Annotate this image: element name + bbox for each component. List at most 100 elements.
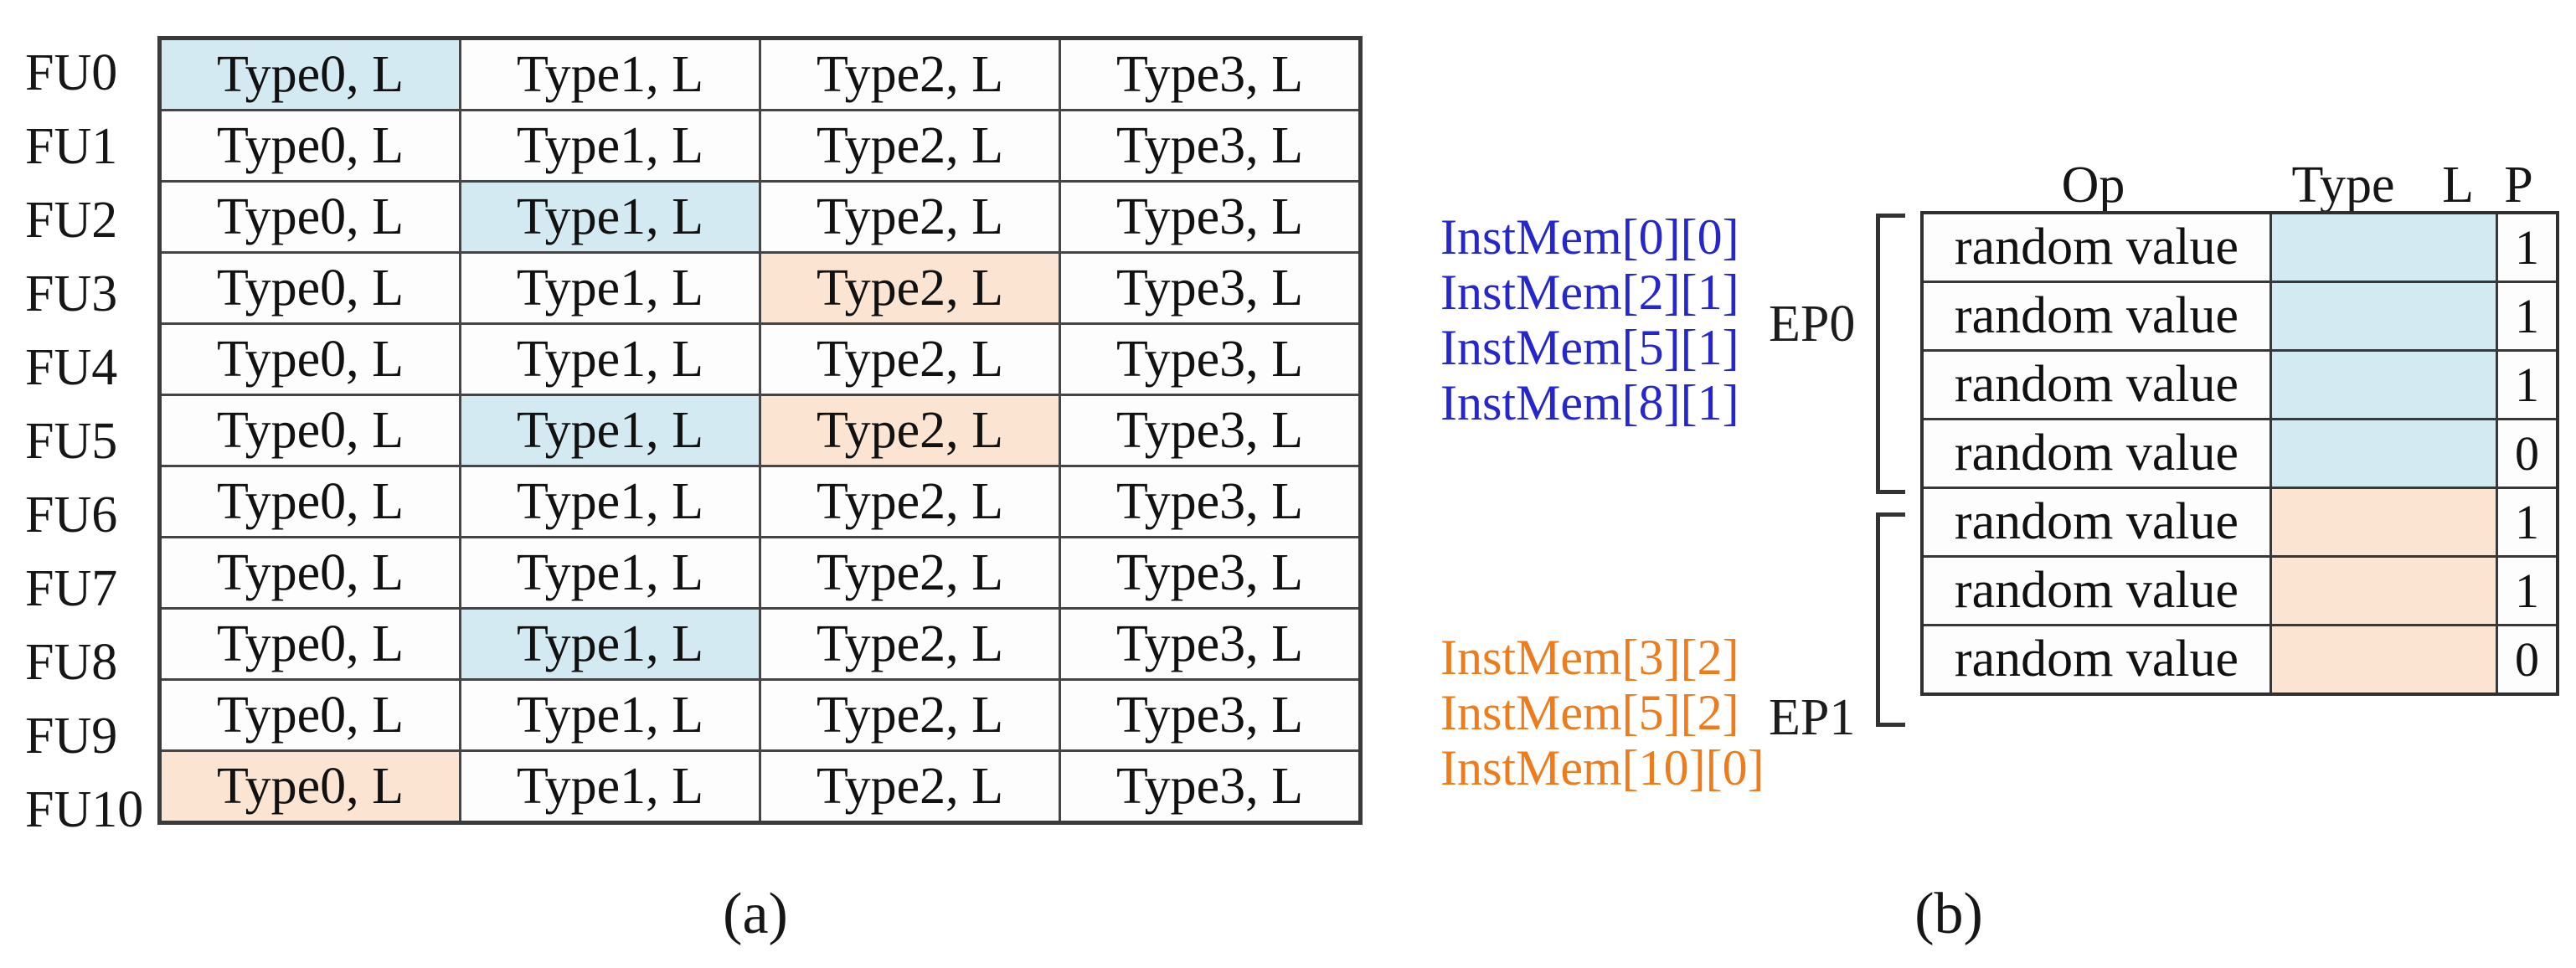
type-l-cell (2269, 281, 2498, 352)
instmem-label: InstMem[5][1] (1440, 320, 1739, 375)
table-row: Type0, L Type1, L Type2, L Type3, L (158, 678, 1362, 752)
instmem-label: InstMem[3][2] (1440, 630, 1739, 685)
table-a-cell: Type3, L (1059, 465, 1362, 538)
table-row: random value 0 (1920, 418, 2559, 489)
fu-label: FU3 (25, 265, 118, 322)
type-l-cell (2269, 555, 2498, 626)
fu-label: FU0 (25, 44, 118, 101)
table-row: random value 0 (1920, 624, 2559, 696)
table-row: random value 1 (1920, 281, 2559, 352)
table-a-cell: Type1, L (459, 749, 761, 824)
fu-label: FU5 (25, 412, 118, 470)
table-a-cell: Type3, L (1059, 180, 1362, 254)
fu-label: FU4 (25, 338, 118, 396)
p-cell: 1 (2496, 555, 2559, 626)
op-cell: random value (1920, 211, 2272, 283)
table-a-cell: Type1, L (459, 607, 761, 681)
type-l-cell (2269, 487, 2498, 558)
table-a-cell: Type1, L (459, 536, 761, 610)
fu-type-table: Type0, L Type1, L Type2, L Type3, L Type… (157, 36, 1363, 825)
instmem-ep1-labels: InstMem[3][2] InstMem[5][2] InstMem[10][… (1440, 630, 1765, 796)
column-header-op: Op (2061, 157, 2125, 214)
table-a-cell: Type3, L (1059, 37, 1362, 111)
op-cell: random value (1920, 281, 2272, 352)
table-a-cell: Type2, L (759, 749, 1061, 824)
instmem-label: InstMem[5][2] (1440, 685, 1739, 740)
table-a-cell: Type2, L (759, 678, 1061, 752)
table-a-cell: Type1, L (459, 465, 761, 538)
op-cell: random value (1920, 349, 2272, 420)
fu-label: FU7 (25, 559, 118, 617)
table-row: random value 1 (1920, 349, 2559, 420)
table-row: Type0, L Type1, L Type2, L Type3, L (158, 465, 1362, 538)
table-a-cell: Type2, L (759, 394, 1061, 467)
table-a-cell: Type3, L (1059, 109, 1362, 183)
table-a-cell: Type0, L (158, 322, 461, 396)
instmem-label: InstMem[0][0] (1440, 209, 1739, 265)
table-row: Type0, L Type1, L Type2, L Type3, L (158, 749, 1362, 824)
fu-label: FU10 (25, 780, 144, 838)
p-cell: 0 (2496, 624, 2559, 696)
table-row: random value 1 (1920, 555, 2559, 626)
table-a-cell: Type1, L (459, 394, 761, 467)
fu-label: FU8 (25, 633, 118, 691)
fu-row-labels: FU0 FU1 FU2 FU3 FU4 FU5 FU6 FU7 FU8 FU9 … (25, 36, 143, 847)
table-a-cell: Type0, L (158, 678, 461, 752)
op-cell: random value (1920, 624, 2272, 696)
table-a-cell: Type0, L (158, 536, 461, 610)
table-row: Type0, L Type1, L Type2, L Type3, L (158, 37, 1362, 111)
fu-label: FU2 (25, 191, 118, 249)
table-a-cell: Type2, L (759, 180, 1061, 254)
table-a-cell: Type1, L (459, 109, 761, 183)
type-l-cell (2269, 418, 2498, 489)
table-a-cell: Type3, L (1059, 322, 1362, 396)
p-cell: 0 (2496, 418, 2559, 489)
table-a-cell: Type0, L (158, 749, 461, 824)
table-a-cell: Type0, L (158, 109, 461, 183)
table-row: Type0, L Type1, L Type2, L Type3, L (158, 109, 1362, 183)
table-a-cell: Type3, L (1059, 536, 1362, 610)
ep0-bracket (1876, 214, 1905, 494)
table-a-cell: Type0, L (158, 607, 461, 681)
fu-label: FU6 (25, 486, 118, 543)
p-cell: 1 (2496, 281, 2559, 352)
table-row: Type0, L Type1, L Type2, L Type3, L (158, 251, 1362, 325)
type-l-cell (2269, 211, 2498, 283)
table-a-cell: Type2, L (759, 536, 1061, 610)
op-cell: random value (1920, 555, 2272, 626)
instmem-label: InstMem[10][0] (1440, 740, 1765, 796)
table-a-cell: Type1, L (459, 180, 761, 254)
op-cell: random value (1920, 487, 2272, 558)
table-row: Type0, L Type1, L Type2, L Type3, L (158, 607, 1362, 681)
table-a-cell: Type0, L (158, 37, 461, 111)
type-l-cell (2269, 349, 2498, 420)
type-l-cell (2269, 624, 2498, 696)
op-cell: random value (1920, 418, 2272, 489)
table-row: Type0, L Type1, L Type2, L Type3, L (158, 536, 1362, 610)
column-header-p: P (2504, 157, 2533, 214)
table-a-cell: Type0, L (158, 465, 461, 538)
instmem-label: InstMem[8][1] (1440, 375, 1739, 430)
column-header-type: Type (2291, 157, 2395, 214)
ep1-label: EP1 (1769, 689, 1856, 746)
p-cell: 1 (2496, 211, 2559, 283)
caption-b: (b) (1914, 882, 1983, 946)
table-a-cell: Type2, L (759, 322, 1061, 396)
table-row: Type0, L Type1, L Type2, L Type3, L (158, 394, 1362, 467)
table-a-cell: Type1, L (459, 251, 761, 325)
table-a-cell: Type3, L (1059, 394, 1362, 467)
ep0-label: EP0 (1769, 296, 1856, 353)
table-a-cell: Type2, L (759, 465, 1061, 538)
table-a-cell: Type3, L (1059, 607, 1362, 681)
table-a-cell: Type1, L (459, 678, 761, 752)
table-a-cell: Type1, L (459, 322, 761, 396)
table-row: random value 1 (1920, 211, 2559, 283)
table-row: Type0, L Type1, L Type2, L Type3, L (158, 322, 1362, 396)
instmem-ep0-labels: InstMem[0][0] InstMem[2][1] InstMem[5][1… (1440, 209, 1739, 430)
p-cell: 1 (2496, 349, 2559, 420)
table-a-cell: Type3, L (1059, 251, 1362, 325)
table-a-cell: Type0, L (158, 251, 461, 325)
table-a-cell: Type2, L (759, 37, 1061, 111)
table-a-cell: Type2, L (759, 109, 1061, 183)
